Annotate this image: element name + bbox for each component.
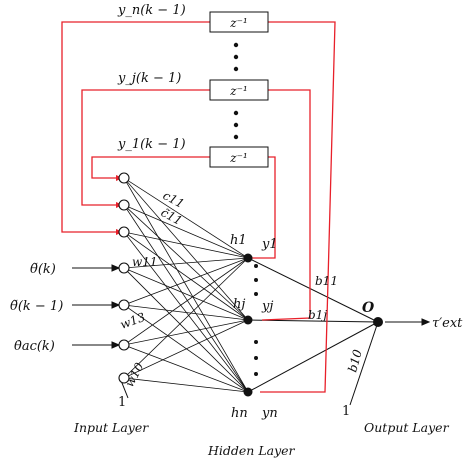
connection-line	[123, 319, 249, 379]
connection-line	[123, 231, 249, 321]
feedback-label-1: y_1(k − 1)	[117, 137, 186, 152]
connection-line	[123, 304, 249, 393]
delay-label: z⁻¹	[229, 151, 247, 165]
weight-label-w11: w11	[132, 255, 158, 269]
connection-line	[123, 344, 249, 393]
hidden-label-hn: hn	[231, 406, 248, 421]
hidden-output-label-yn: yn	[261, 406, 278, 421]
connection-line	[123, 231, 249, 393]
connection-line	[123, 204, 249, 259]
input-node	[118, 299, 130, 311]
hidden-label-hj: hj	[233, 297, 245, 312]
connection-line	[123, 257, 249, 269]
connection-line	[123, 319, 249, 346]
feedback-label-n: y_n(k − 1)	[117, 3, 186, 18]
connection-line	[123, 267, 249, 321]
connection-line	[123, 204, 249, 321]
layer-label-output: Output Layer	[364, 420, 450, 435]
delay-label: z⁻¹	[229, 84, 247, 98]
output-node-label: O	[362, 300, 375, 316]
connection-line	[123, 257, 249, 379]
feedback-label-j: y_j(k − 1)	[117, 71, 181, 86]
context-nodes	[118, 172, 130, 238]
weight-label-b10: b10	[345, 348, 365, 374]
layer-label-input: Input Layer	[73, 420, 149, 435]
input-label-theta-dot: θ̇ac(k)	[14, 339, 55, 354]
weight-label-w13: w13	[118, 310, 147, 332]
input-node	[118, 339, 130, 351]
hidden-node	[243, 315, 253, 325]
input-node	[118, 262, 130, 274]
hidden-output-label-yj: yj	[261, 299, 273, 314]
delay-box-j: z⁻¹	[209, 79, 269, 101]
output-bias-label: 1	[342, 404, 350, 419]
output-node	[373, 317, 383, 327]
connection-line	[123, 177, 249, 259]
hidden-output-label-y1: y1	[261, 237, 278, 252]
hidden-label-h1: h1	[230, 233, 247, 248]
connection-line	[123, 177, 249, 321]
weight-label-b1j: b1j	[308, 308, 327, 322]
context-node	[118, 172, 130, 184]
hidden-ellipsis	[254, 264, 258, 376]
hidden-node	[243, 387, 253, 397]
delay-label: z⁻¹	[229, 16, 247, 30]
connection-line	[123, 377, 249, 393]
output-signal-label: τ′ext	[432, 316, 463, 331]
hidden-node	[243, 253, 253, 263]
delay-box-n: z⁻¹	[209, 11, 269, 33]
hidden-nodes	[243, 253, 253, 397]
output-arrow	[385, 318, 431, 326]
feedback-paths	[61, 21, 336, 393]
delay-ellipsis	[233, 42, 239, 140]
layer-label-hidden: Hidden Layer	[207, 443, 296, 458]
context-node	[118, 199, 130, 211]
input-node-bias	[118, 372, 130, 384]
connection-line	[123, 257, 249, 306]
input-nodes	[118, 262, 130, 384]
input-arrows	[72, 264, 129, 399]
weight-label-b11: b11	[315, 274, 338, 288]
input-label-theta-prev: θ̃(k − 1)	[10, 299, 63, 314]
context-node	[118, 226, 130, 238]
connection-line	[123, 231, 249, 259]
input-hidden-connections	[123, 177, 249, 393]
input-label-theta: θ̃(k)	[30, 262, 56, 277]
connection-line	[123, 267, 249, 393]
connection-line	[123, 257, 249, 346]
connection-line	[123, 304, 249, 321]
hidden-output-connections	[247, 257, 379, 406]
delay-box-1: z⁻¹	[209, 146, 269, 168]
input-label-bias: 1	[118, 395, 126, 410]
weight-label-w10: w10	[122, 360, 147, 389]
